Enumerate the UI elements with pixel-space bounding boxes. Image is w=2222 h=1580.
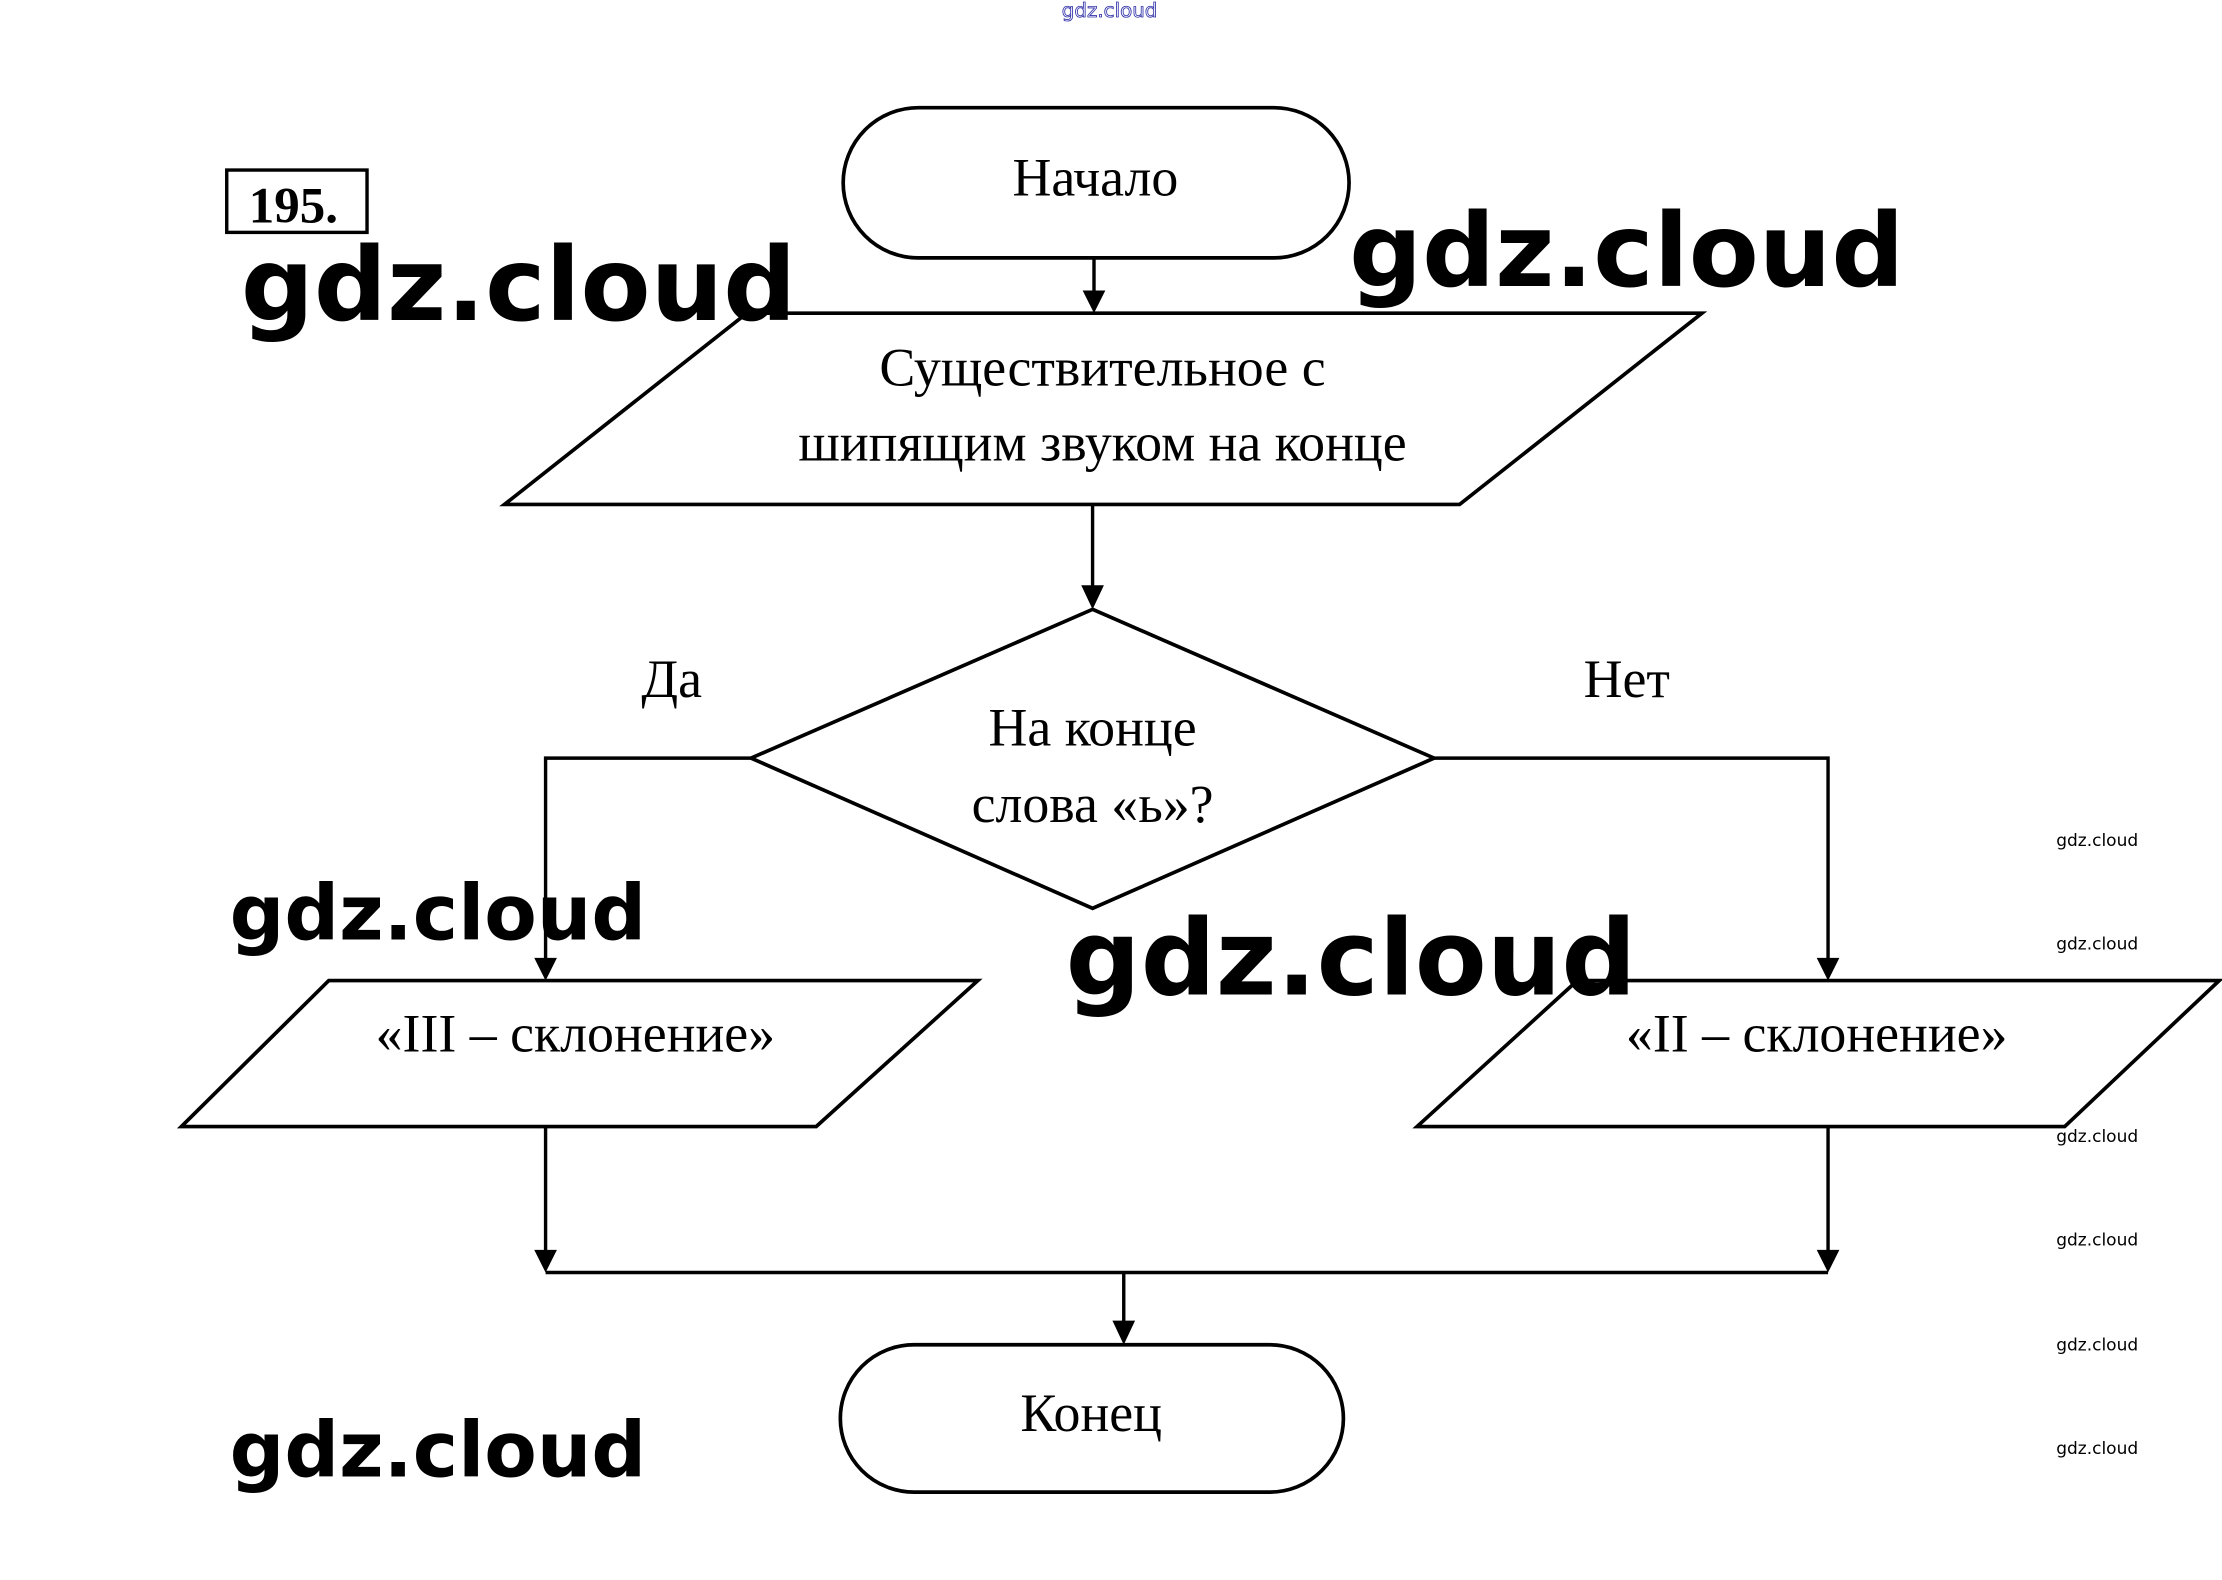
watermark-large: gdz.cloud [230, 869, 647, 958]
exercise-number-box [225, 168, 369, 235]
yes-label: Да [641, 649, 702, 709]
input-shape [499, 311, 1708, 507]
input-label-line1: Существительное с [879, 337, 1325, 397]
watermark-large: gdz.cloud [1349, 192, 1904, 311]
watermark-small: gdz.cloud [2056, 1127, 2138, 1147]
start-terminator: Начало [841, 105, 1351, 260]
exercise-number-badge: 195. [225, 168, 369, 235]
decision-shape [746, 607, 1439, 911]
end-label: Конец [1020, 1383, 1162, 1443]
connectors [534, 257, 1840, 1345]
arrow-head [1081, 585, 1104, 610]
connector-yes-branch [543, 756, 752, 964]
connector-no-branch [1434, 756, 1830, 964]
yes-output-shape [176, 978, 983, 1129]
no-output-shape [1412, 978, 2222, 1129]
start-label: Начало [1012, 148, 1178, 208]
arrow-head [1816, 957, 1840, 981]
watermark-large: gdz.cloud [1066, 898, 1637, 1020]
yes-output-block: «III – склонение» [176, 978, 983, 1129]
arrow-head [534, 1249, 557, 1273]
arrow-head [1112, 1320, 1136, 1345]
arrow-head [1816, 1249, 1840, 1273]
watermark-small: gdz.cloud [2056, 934, 2138, 954]
end-shape [838, 1342, 1346, 1494]
arrow-head [1082, 290, 1106, 314]
watermark-small: gdz.cloud [2056, 831, 2138, 851]
watermark-large: gdz.cloud [230, 1407, 647, 1496]
watermark-small: gdz.cloud [2056, 1231, 2138, 1251]
arrow-head [534, 957, 557, 981]
no-output-block: «II – склонение» [1412, 978, 2222, 1129]
yes-output-label: «III – склонение» [376, 1003, 775, 1063]
input-label-line2: шипящим звуком на конце [798, 413, 1406, 473]
no-label: Нет [1584, 649, 1670, 709]
decision-block: На конце слова «ь»? [746, 607, 1439, 911]
watermark-small: gdz.cloud [2056, 1335, 2138, 1355]
start-shape [841, 105, 1351, 260]
watermark-large: gdz.cloud [241, 226, 796, 345]
no-output-label: «II – склонение» [1626, 1003, 2008, 1063]
input-block: Существительное с шипящим звуком на конц… [499, 311, 1708, 507]
watermark-small: gdz.cloud [2056, 1439, 2138, 1459]
decision-label-line1: На конце [989, 697, 1197, 757]
decision-label-line2: слова «ь»? [972, 774, 1214, 834]
exercise-number: 195. [249, 178, 338, 234]
top-watermark: gdz.cloud [1062, 0, 1158, 22]
end-terminator: Конец [838, 1342, 1346, 1494]
